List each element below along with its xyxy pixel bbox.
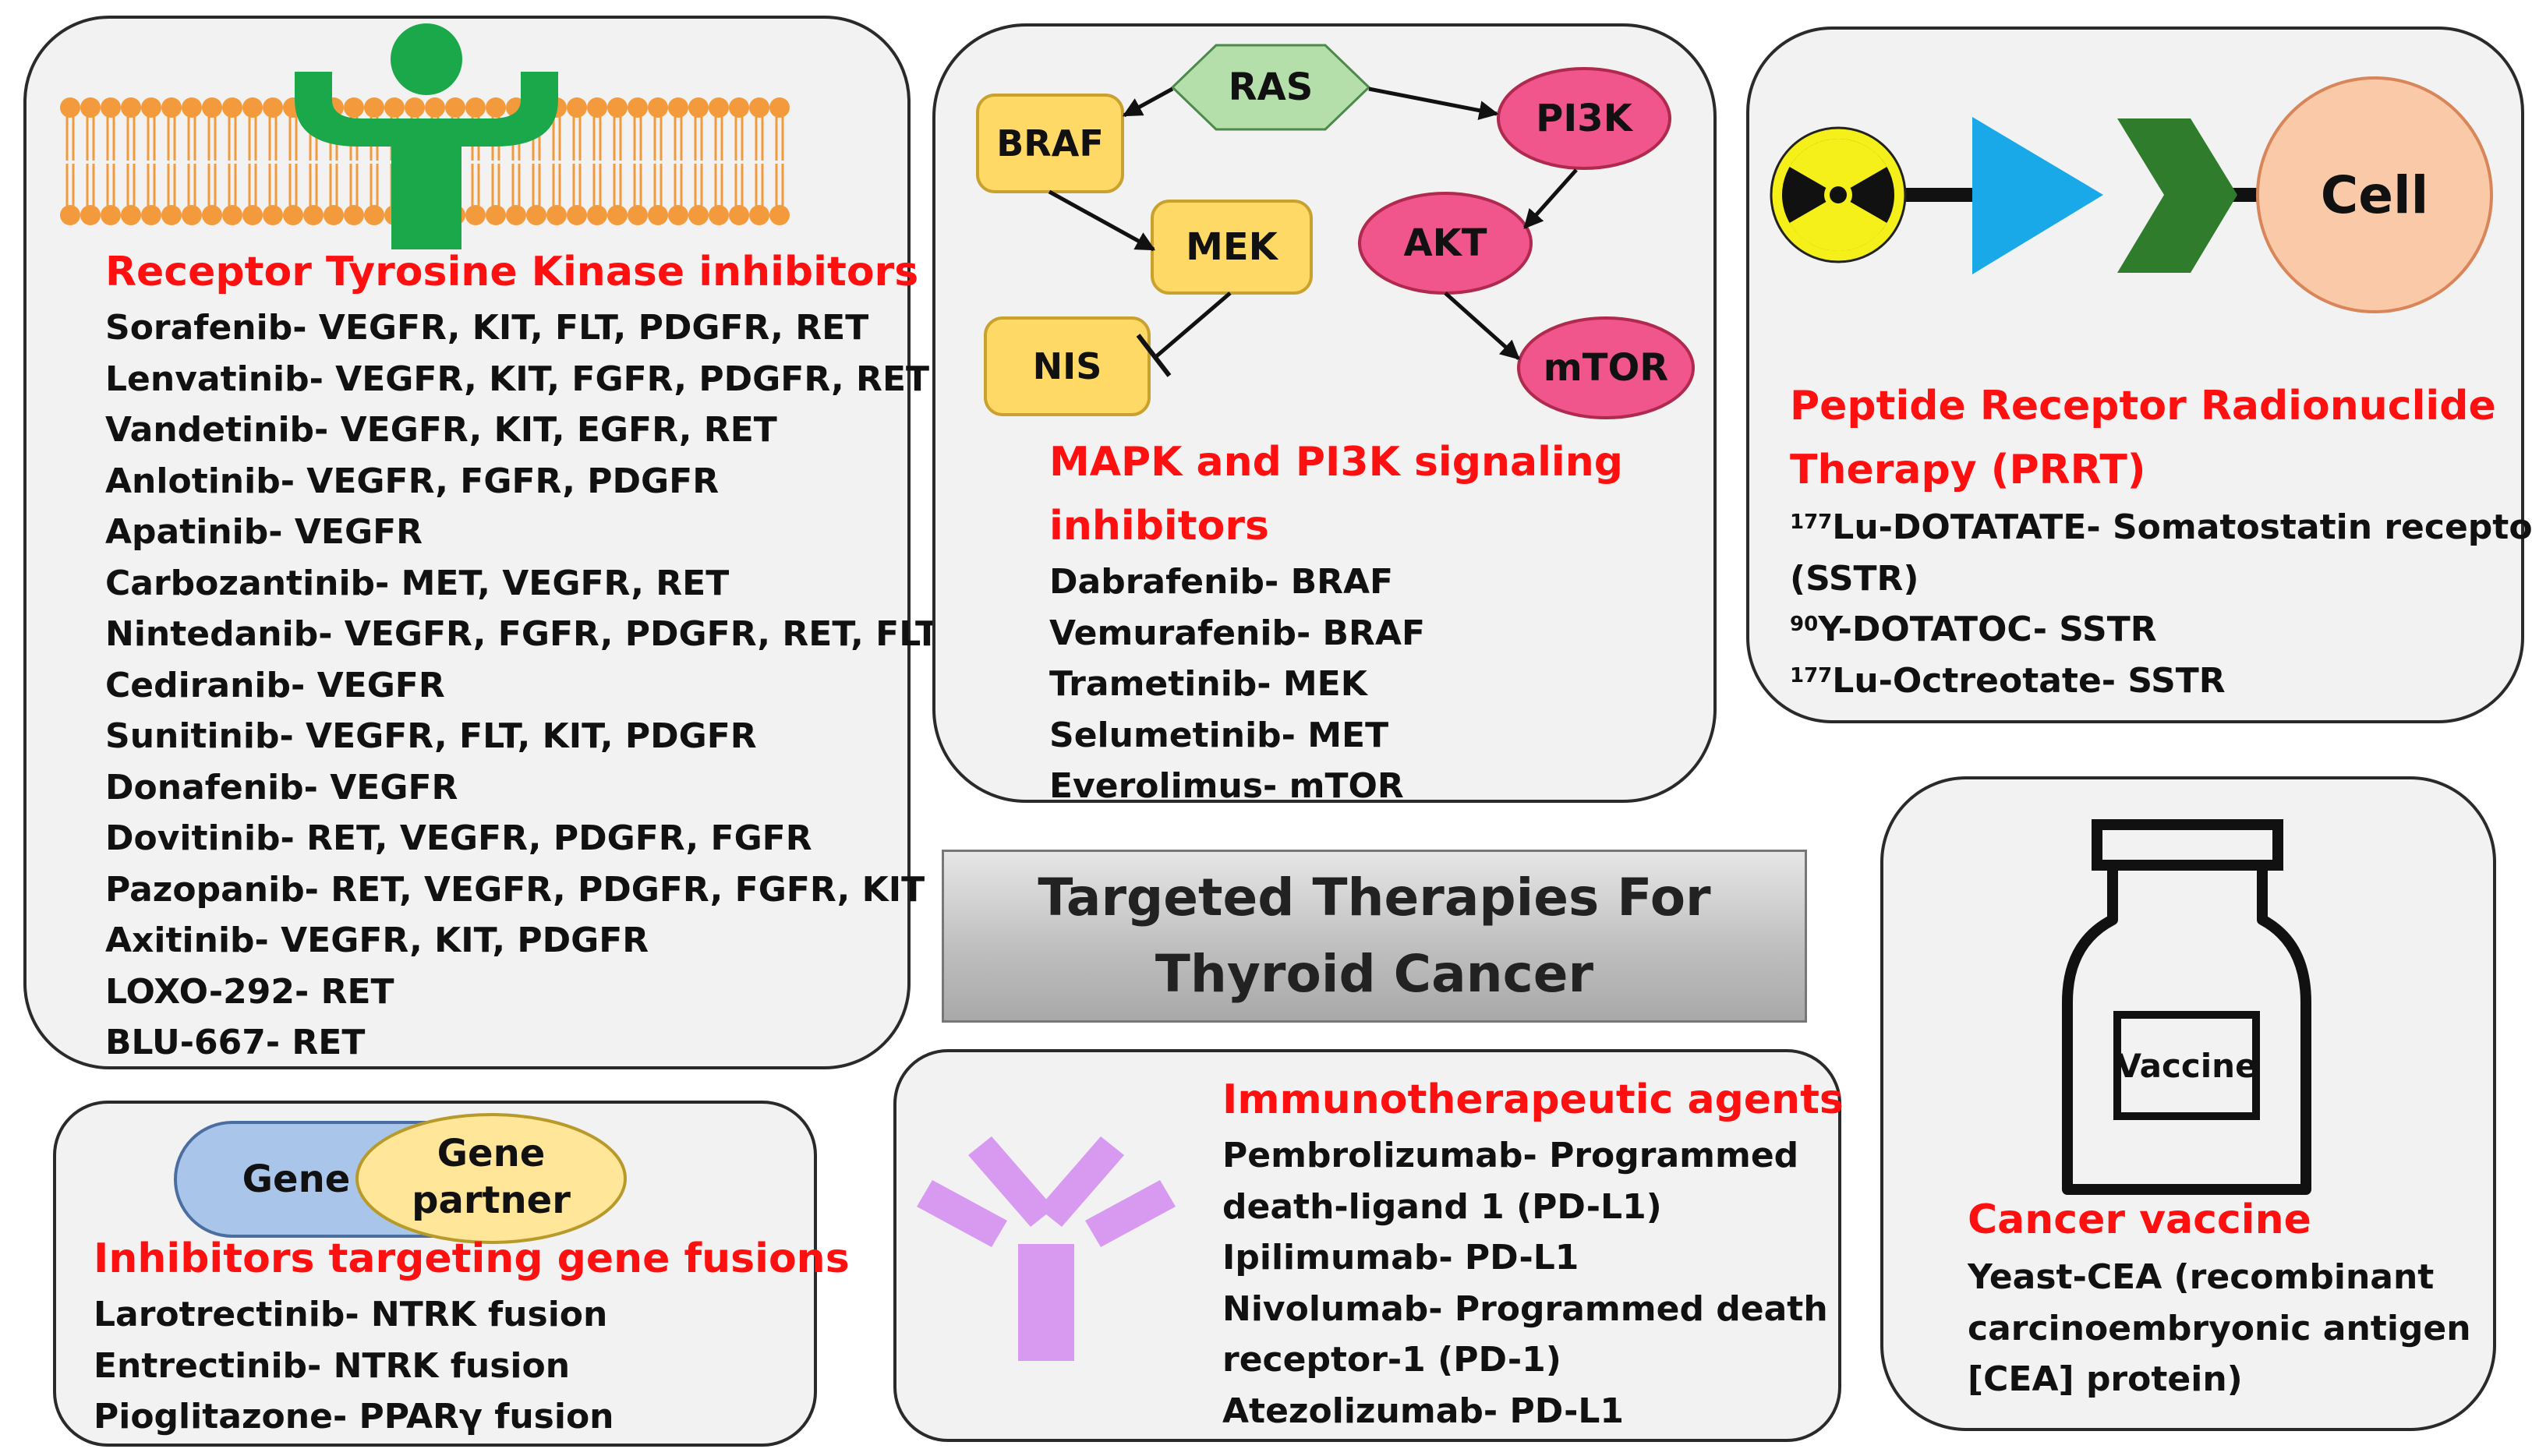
isotope-superscript: 177 <box>1790 511 1833 534</box>
drug-item: 177Lu-DOTATATE- Somatostatin receptor <box>1790 502 2532 553</box>
braf-to-mek-arrow <box>1048 189 1156 252</box>
immuno-drug-list: Pembrolizumab- Programmed death-ligand 1 … <box>1222 1130 1828 1437</box>
drug-item: Nivolumab- Programmed death <box>1222 1288 1828 1329</box>
drug-item: Everolimus- mTOR <box>1049 766 1404 806</box>
radionuclide-ligand-diagram <box>1770 76 2493 313</box>
drug-item: Sunitinib- VEGFR, FLT, KIT, PDGFR <box>105 716 757 756</box>
main-title: Targeted Therapies For Thyroid Cancer <box>1038 868 1711 1004</box>
drug-item: Pembrolizumab- Programmed <box>1222 1136 1799 1175</box>
drug-item: Sorafenib- VEGFR, KIT, FLT, PDGFR, RET <box>105 308 869 348</box>
drug-item: 90Y-DOTATOC- SSTR <box>1790 604 2532 656</box>
drug-item: Entrectinib- NTRK fusion <box>94 1345 571 1386</box>
gene-partner-ellipse <box>355 1113 627 1244</box>
antibody-icon <box>917 1136 1176 1361</box>
drug-item: Carbozantinib- MET, VEGFR, RET <box>105 563 730 603</box>
vaccine-drug-list: Yeast-CEA (recombinant carcinoembryonic a… <box>1968 1252 2471 1405</box>
inhibition-bar <box>1136 334 1172 377</box>
drug-item: receptor-1 (PD-1) <box>1222 1340 1561 1380</box>
drug-item: Dovitinib- RET, VEGFR, PDGFR, FGFR <box>105 818 812 858</box>
mtor-label: mTOR <box>1543 346 1669 390</box>
drug-item: Yeast-CEA (recombinant <box>1968 1257 2435 1297</box>
drug-item: Axitinib- VEGFR, KIT, PDGFR <box>105 921 649 960</box>
vaccine-heading: Cancer vaccine <box>1968 1196 2311 1243</box>
mapk-heading-line2: inhibitors <box>1049 503 1269 550</box>
fusion-heading: Inhibitors targeting gene fusions <box>94 1235 850 1282</box>
drug-item: (SSTR) <box>1790 553 2532 605</box>
title-box: Targeted Therapies For Thyroid Cancer <box>942 850 1807 1023</box>
drug-text: Y-DOTATOC- SSTR <box>1818 610 2157 649</box>
pi3k-label: PI3K <box>1536 97 1632 140</box>
drug-item: Apatinib- VEGFR <box>105 512 423 552</box>
drug-item: Vemurafenib- BRAF <box>1049 613 1426 653</box>
drug-item: Dabrafenib- BRAF <box>1049 562 1394 602</box>
drug-item: Selumetinib- MET <box>1049 715 1389 755</box>
prrt-heading-line2: Therapy (PRRT) <box>1790 447 2146 493</box>
drug-item: Donafenib- VEGFR <box>105 767 458 808</box>
drug-item: Pazopanib- RET, VEGFR, PDGFR, FGFR, KIT <box>105 869 925 910</box>
akt-label: AKT <box>1403 221 1487 265</box>
signaling-pathway-diagram <box>976 44 1695 419</box>
braf-label: BRAF <box>996 122 1104 164</box>
mek-inhibits-nis-line <box>1152 292 1232 360</box>
nis-node <box>984 316 1151 416</box>
rtk-heading: Receptor Tyrosine Kinase inhibitors <box>105 249 919 295</box>
drug-item: Lenvatinib- VEGFR, KIT, FGFR, PDGFR, RET <box>105 359 930 399</box>
cell-circle <box>2256 76 2493 313</box>
drug-item: carcinoembryonic antigen <box>1968 1308 2471 1348</box>
drug-text: Lu-Octreotate- SSTR <box>1832 660 2226 701</box>
mtor-node <box>1517 316 1695 419</box>
akt-to-mtor-arrow <box>1444 292 1520 360</box>
drug-item: Anlotinib- VEGFR, FGFR, PDGFR <box>105 461 720 501</box>
drug-item: Nintedanib- VEGFR, FGFR, PDGFR, RET, FLT <box>105 614 939 654</box>
drug-item: [CEA] protein) <box>1968 1359 2243 1399</box>
ras-node <box>1170 44 1371 131</box>
mapk-drug-list: Dabrafenib- BRAF Vemurafenib- BRAF Trameti… <box>1049 557 1425 812</box>
drug-item: death-ligand 1 (PD-L1) <box>1222 1186 1662 1227</box>
drug-item: BLU-667- RET <box>105 1023 366 1062</box>
peptide-triangle-icon <box>1972 117 2103 274</box>
drug-item: Cediranib- VEGFR <box>105 665 445 705</box>
drug-text: (SSTR) <box>1790 558 1919 599</box>
gene-fusion-diagram <box>174 1113 627 1244</box>
ras-label: RAS <box>1228 65 1314 109</box>
isotope-superscript: 90 <box>1790 613 1819 636</box>
drug-item: Atezolizumab- PD-L1 <box>1222 1391 1624 1431</box>
gene-partner-line1: Gene <box>437 1132 546 1175</box>
radiation-symbol-icon <box>1770 126 1907 263</box>
nis-label: NIS <box>1032 345 1102 387</box>
isotope-superscript: 177 <box>1790 663 1833 687</box>
ras-to-braf-arrow <box>1122 87 1174 118</box>
gene-partner-line2: partner <box>412 1179 571 1222</box>
bottle-label: Vaccine <box>2116 1046 2258 1085</box>
membrane-receptor-icon <box>60 23 790 249</box>
mek-label: MEK <box>1186 225 1278 269</box>
receptor-chevron-icon <box>2117 118 2237 273</box>
gene-partner-label: Gene partner <box>357 1111 625 1242</box>
rtk-drug-list: Sorafenib- VEGFR, KIT, FLT, PDGFR, RET Le… <box>105 302 939 1069</box>
gene-label: Gene <box>242 1157 351 1201</box>
drug-item: LOXO-292- RET <box>105 971 394 1012</box>
pi3k-to-akt-arrow <box>1523 168 1578 229</box>
prrt-heading-line1: Peptide Receptor Radionuclide <box>1790 383 2496 429</box>
drug-text: Lu-DOTATATE- Somatostatin receptor <box>1832 507 2532 547</box>
vaccine-bottle-icon <box>2062 819 2311 1195</box>
drug-item: Pioglitazone- PPARγ fusion <box>94 1397 614 1437</box>
cell-label: Cell <box>2320 164 2429 225</box>
prrt-drug-list: 177Lu-DOTATATE- Somatostatin receptor(SS… <box>1790 502 2532 706</box>
ras-to-pi3k-arrow <box>1368 87 1499 120</box>
drug-item: Larotrectinib- NTRK fusion <box>94 1295 608 1334</box>
immuno-heading: Immunotherapeutic agents <box>1222 1076 1844 1123</box>
drug-item: 177Lu-Octreotate- SSTR <box>1790 656 2532 707</box>
drug-item: Trametinib- MEK <box>1049 664 1367 704</box>
drug-item: Ipilimumab- PD-L1 <box>1222 1238 1579 1278</box>
drug-item: Vandetinib- VEGFR, KIT, EGFR, RET <box>105 410 777 450</box>
vaccine-panel <box>1880 776 2496 1431</box>
mapk-heading-line1: MAPK and PI3K signaling <box>1049 439 1623 486</box>
